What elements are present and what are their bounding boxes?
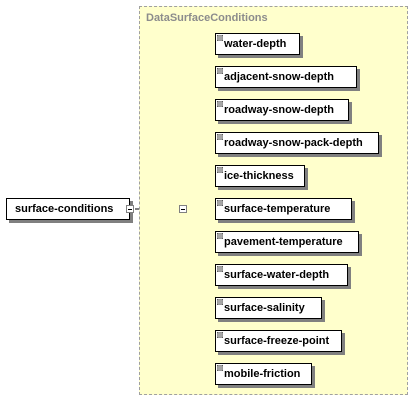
child-element-label: surface-temperature xyxy=(224,203,331,215)
documentation-icon xyxy=(217,365,223,371)
child-element-label: roadway-snow-depth xyxy=(224,104,335,116)
documentation-icon xyxy=(217,167,223,173)
child-element-surface-temperature[interactable]: surface-temperature xyxy=(215,198,352,220)
documentation-icon xyxy=(217,332,223,338)
group-title: DataSurfaceConditions xyxy=(146,12,268,24)
child-element-surface-salinity[interactable]: surface-salinity xyxy=(215,297,322,319)
child-element-label: adjacent-snow-depth xyxy=(224,71,335,83)
child-element-label: mobile-friction xyxy=(224,368,301,380)
child-element-label: surface-salinity xyxy=(224,302,305,314)
child-element-ice-thickness[interactable]: ice-thickness xyxy=(215,165,305,187)
documentation-icon xyxy=(217,134,223,140)
child-element-label: ice-thickness xyxy=(224,170,294,182)
root-element-surface-conditions[interactable]: surface-conditions xyxy=(6,198,130,220)
documentation-icon xyxy=(217,68,223,74)
child-element-adjacent-snow-depth[interactable]: adjacent-snow-depth xyxy=(215,66,357,88)
child-element-roadway-snow-pack-depth[interactable]: roadway-snow-pack-depth xyxy=(215,132,379,154)
child-element-label: roadway-snow-pack-depth xyxy=(224,137,363,149)
documentation-icon xyxy=(217,299,223,305)
documentation-icon xyxy=(217,233,223,239)
documentation-icon xyxy=(217,200,223,206)
root-collapse-icon[interactable] xyxy=(126,205,134,213)
child-element-label: surface-water-depth xyxy=(224,269,330,281)
child-element-water-depth[interactable]: water-depth xyxy=(215,33,300,55)
sequence-collapse-icon[interactable] xyxy=(179,205,187,213)
child-element-pavement-temperature[interactable]: pavement-temperature xyxy=(215,231,359,253)
documentation-icon xyxy=(217,101,223,107)
child-element-surface-water-depth[interactable]: surface-water-depth xyxy=(215,264,348,286)
child-element-label: water-depth xyxy=(224,38,287,50)
child-element-label: pavement-temperature xyxy=(224,236,343,248)
documentation-icon xyxy=(217,35,223,41)
child-element-surface-freeze-point[interactable]: surface-freeze-point xyxy=(215,330,342,352)
root-element-label: surface-conditions xyxy=(15,203,114,215)
child-element-roadway-snow-depth[interactable]: roadway-snow-depth xyxy=(215,99,349,121)
child-element-label: surface-freeze-point xyxy=(224,335,330,347)
child-element-mobile-friction[interactable]: mobile-friction xyxy=(215,363,312,385)
documentation-icon xyxy=(217,266,223,272)
